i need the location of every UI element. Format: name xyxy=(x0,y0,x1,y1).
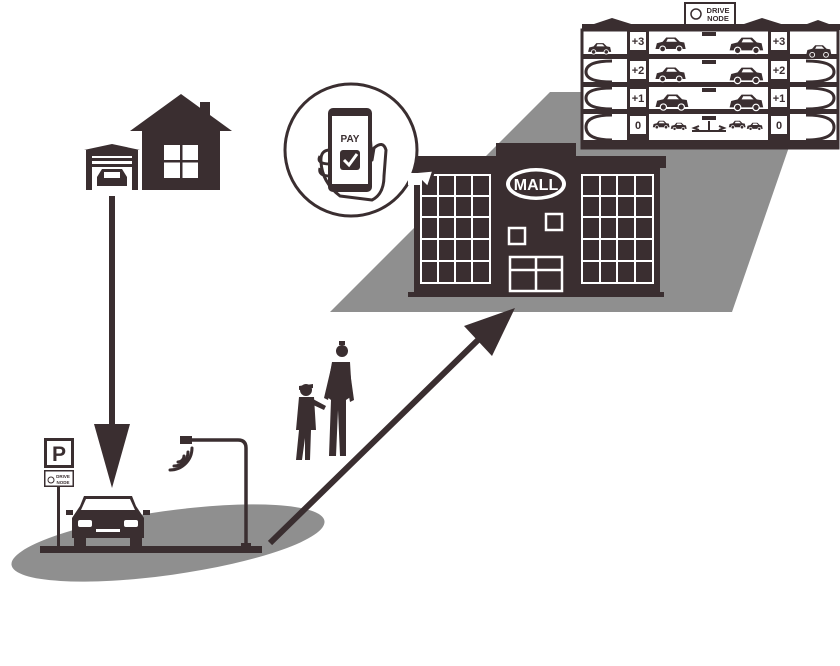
person-child-icon xyxy=(296,384,326,460)
floor-label-left-2: +2 xyxy=(632,65,645,77)
parking-garage-icon: DRIVE NODE +3 +2 +1 xyxy=(580,2,840,150)
mall-sign-text: MALL xyxy=(514,177,559,194)
ground-start xyxy=(11,504,325,582)
car-icon xyxy=(97,169,127,186)
floor-label-left-1: +1 xyxy=(632,93,645,105)
floor-label-right-0: 0 xyxy=(776,120,782,132)
floor-label-right-2: +2 xyxy=(773,65,786,77)
garage-node-text: NODE xyxy=(707,14,729,23)
street-lamp-icon xyxy=(180,436,251,550)
floor-label-right-3: +3 xyxy=(773,36,786,48)
sign-node-text: NODE xyxy=(56,480,69,485)
parked-car xyxy=(66,496,150,550)
floor-label-right-1: +1 xyxy=(773,93,786,105)
payment-bubble: PAY xyxy=(283,82,437,218)
floor-label-left-0: 0 xyxy=(635,120,641,132)
garage-drive-text: DRIVE xyxy=(707,6,730,15)
house-icon xyxy=(130,94,232,190)
smartphone-icon: PAY xyxy=(328,108,372,192)
pay-label: PAY xyxy=(341,134,360,145)
checkmark-icon xyxy=(340,150,360,170)
floor-label-left-3: +3 xyxy=(632,36,645,48)
drive-node-logo-icon xyxy=(47,476,55,484)
person-adult-icon xyxy=(324,341,354,456)
mall-building-icon: MALL xyxy=(407,143,666,297)
sign-drive-text: DRIVE xyxy=(56,474,70,479)
drive-node-logo-icon xyxy=(690,8,702,20)
curb-line xyxy=(40,546,262,553)
parking-sign-letter: P xyxy=(52,443,66,466)
arrow-diagonal-icon xyxy=(267,308,515,546)
garage-icon xyxy=(84,144,140,190)
wifi-signal-icon xyxy=(168,446,194,472)
arrow-down-icon xyxy=(94,196,130,488)
parking-sign-icon: P DRIVE NODE xyxy=(44,438,74,548)
